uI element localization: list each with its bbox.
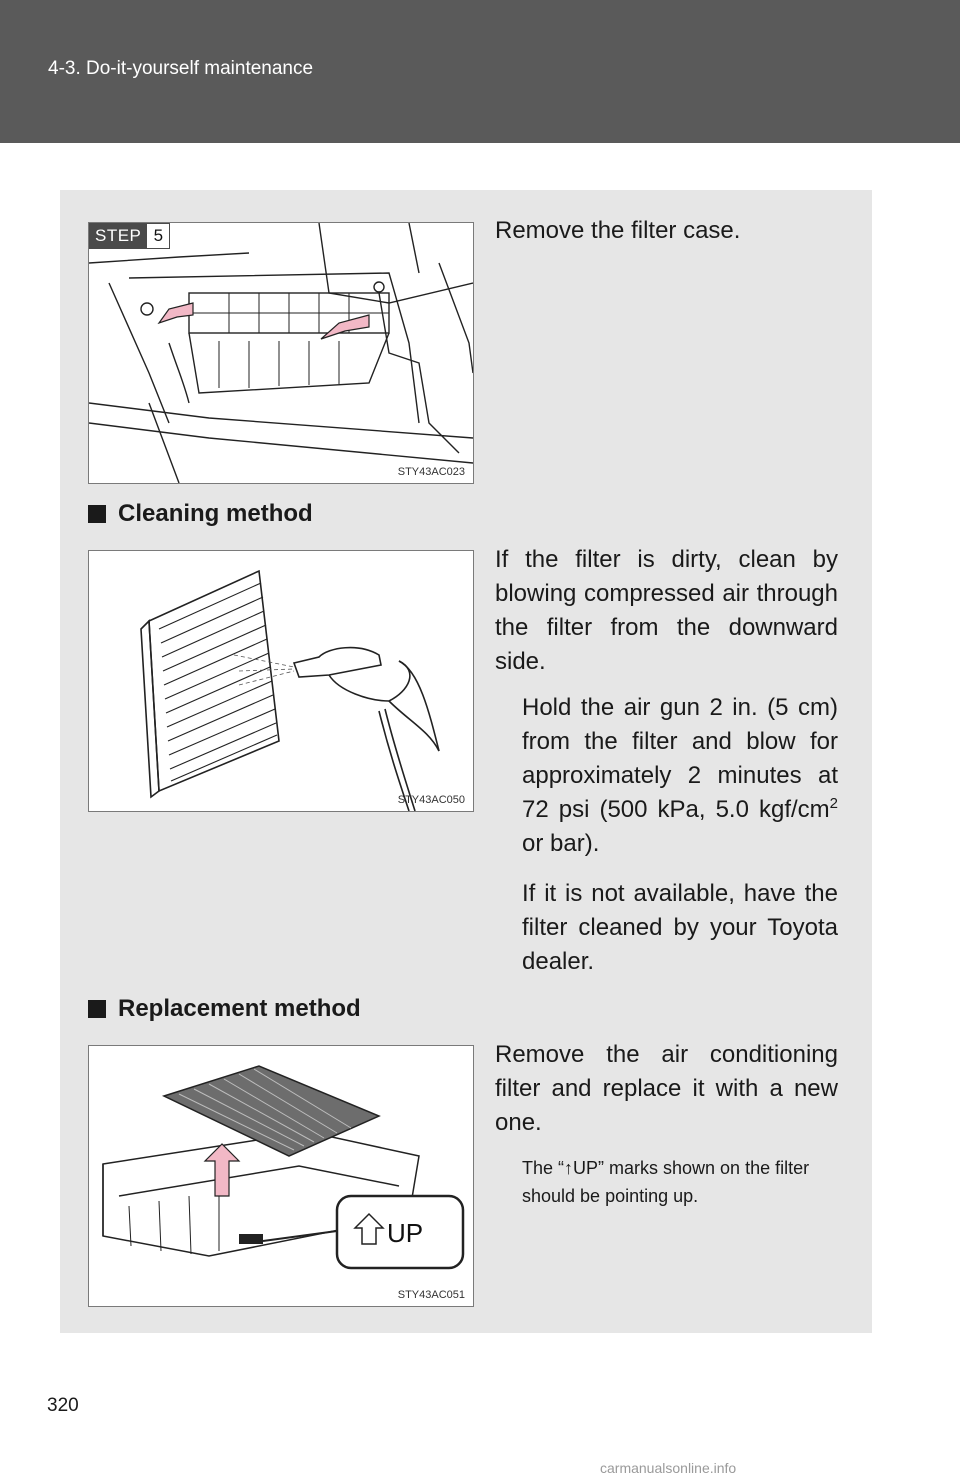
step-label: STEP bbox=[89, 223, 148, 249]
replacement-paragraph: Remove the air conditioning filter and r… bbox=[495, 1041, 838, 1136]
cleaning-heading-text: Cleaning method bbox=[118, 500, 313, 527]
replacement-heading: Replacement method bbox=[88, 995, 361, 1023]
filter-replacement-illustration bbox=[102, 1065, 465, 1270]
filter-case-illustration bbox=[89, 223, 473, 483]
superscript-2: 2 bbox=[829, 795, 838, 812]
section-title: 4-3. Do-it-yourself maintenance bbox=[48, 58, 314, 79]
figure-remove-filter-case: STEP 5 bbox=[88, 222, 474, 484]
cleaning-heading: Cleaning method bbox=[88, 500, 313, 528]
note-open: The “ bbox=[522, 1158, 565, 1178]
black-square-icon bbox=[88, 505, 106, 523]
page-header: 4-3. Do-it-yourself maintenance bbox=[0, 0, 960, 143]
replacement-heading-text: Replacement method bbox=[118, 995, 361, 1022]
figure-cleaning: STY43AC050 bbox=[88, 550, 474, 812]
cleaning-paragraph: If the filter is dirty, clean by blowing… bbox=[495, 546, 838, 675]
watermark: carmanualsonline.info bbox=[600, 1460, 737, 1476]
figure-code: STY43AC051 bbox=[397, 1289, 465, 1301]
note-rest: UP” marks shown on the filter should be … bbox=[522, 1158, 810, 1206]
air-gun-cleaning-illustration bbox=[140, 569, 440, 811]
black-square-icon bbox=[88, 1000, 106, 1018]
note-text-part1: Hold the air gun 2 in. (5 cm) from the f… bbox=[522, 694, 838, 823]
up-arrow-icon: ↑ bbox=[564, 1158, 574, 1178]
figure-code: STY43AC023 bbox=[397, 466, 465, 478]
cleaning-note-air-gun: Hold the air gun 2 in. (5 cm) from the f… bbox=[522, 691, 838, 861]
up-arrow-icon bbox=[353, 1212, 385, 1245]
note-text-part2: or bar). bbox=[522, 830, 600, 857]
step-remove-case-text: Remove the filter case. bbox=[495, 217, 741, 244]
cleaning-note-dealer: If it is not available, have the filter … bbox=[522, 880, 838, 975]
step-number: 5 bbox=[147, 223, 171, 249]
replacement-note: The “↑UP” marks shown on the filter shou… bbox=[522, 1154, 842, 1210]
step-badge: STEP 5 bbox=[89, 223, 171, 249]
figure-replacement: UP STY43AC051 bbox=[88, 1045, 474, 1307]
page-number: 320 bbox=[47, 1395, 79, 1416]
up-label: UP bbox=[387, 1218, 424, 1248]
figure-code: STY43AC050 bbox=[397, 794, 465, 806]
